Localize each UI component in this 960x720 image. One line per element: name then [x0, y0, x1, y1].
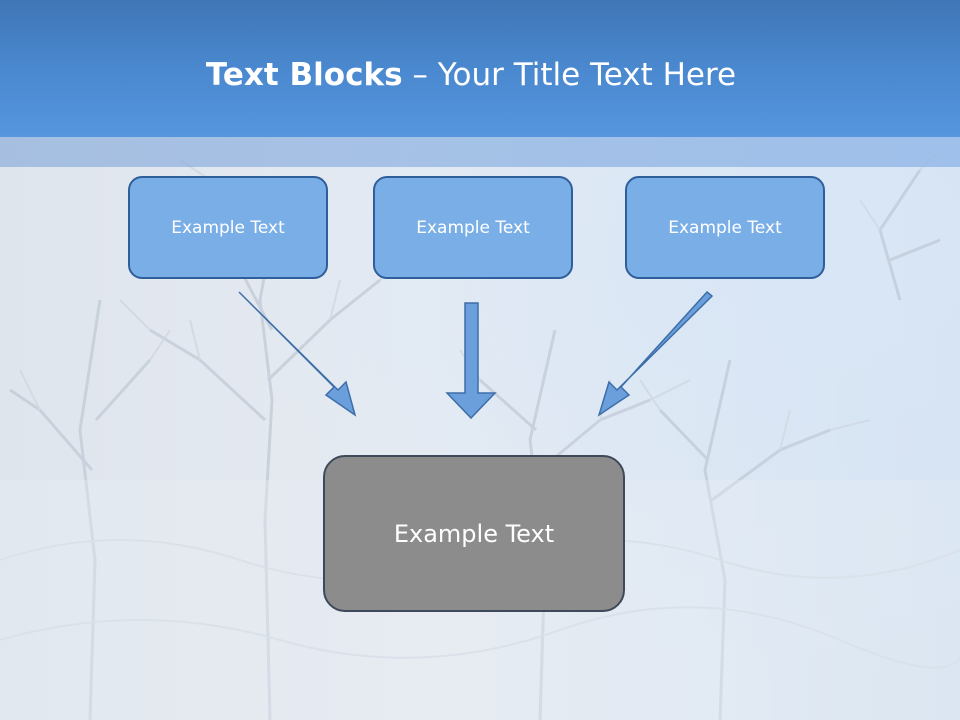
title-regular: Your Title Text Here	[437, 57, 737, 93]
target-text-block-label: Example Text	[393, 519, 555, 548]
slide-title: Text Blocks – Your Title Text Here	[0, 52, 942, 98]
text-block-1-label: Example Text	[171, 217, 285, 238]
target-text-block[interactable]: Example Text	[323, 455, 625, 612]
arrow-left-diagonal	[238, 291, 357, 417]
text-block-2-label: Example Text	[416, 217, 530, 238]
title-bar-accent-strip	[0, 137, 960, 167]
text-block-2[interactable]: Example Text	[373, 176, 573, 279]
title-bar	[0, 0, 960, 137]
title-bold: Text Blocks	[205, 57, 403, 93]
text-block-3[interactable]: Example Text	[625, 176, 825, 279]
title-dash: –	[402, 57, 438, 93]
arrow-right-diagonal	[597, 290, 714, 417]
text-block-3-label: Example Text	[668, 217, 782, 238]
arrow-center-down	[445, 302, 497, 420]
text-block-1[interactable]: Example Text	[128, 176, 328, 279]
